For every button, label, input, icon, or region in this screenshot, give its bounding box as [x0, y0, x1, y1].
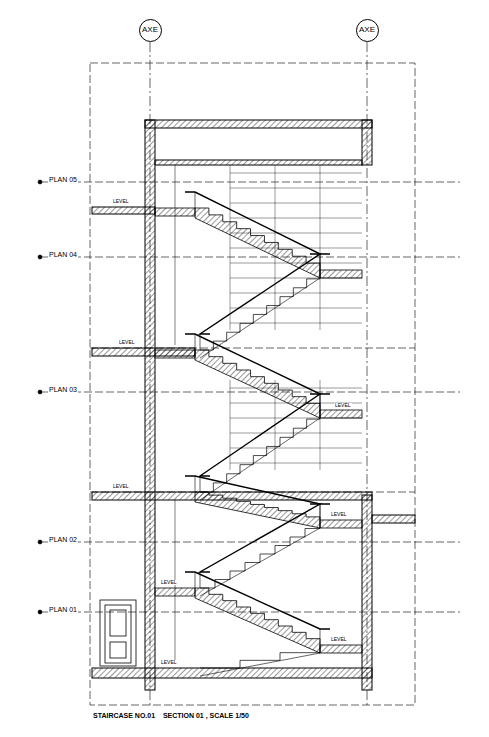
structure	[92, 120, 415, 690]
landing-slab	[320, 645, 362, 653]
grid-line	[275, 165, 276, 330]
rail-post	[195, 192, 196, 208]
ground-slab	[92, 668, 372, 678]
grid-line	[230, 323, 362, 324]
door	[100, 600, 136, 666]
rail-post	[195, 476, 196, 492]
handrail	[200, 504, 320, 572]
grid-line	[230, 463, 362, 464]
axis-name: AXE	[142, 26, 158, 34]
landing-slab	[155, 350, 195, 358]
level-mark: LEVEL	[112, 199, 130, 204]
grid-line	[230, 293, 362, 294]
landing-slab	[320, 520, 362, 528]
right-wall	[362, 495, 372, 690]
handrail	[185, 572, 330, 629]
level-mark: LEVEL	[330, 637, 348, 642]
grid-line	[230, 278, 362, 279]
grid-line	[230, 233, 362, 234]
roof-slab	[145, 120, 372, 128]
rail-post	[320, 504, 321, 520]
grid-line	[230, 165, 231, 330]
plan-level-name: PLAN 03	[48, 386, 78, 393]
stair-flight-cut	[195, 492, 320, 528]
plan-lines	[40, 182, 460, 612]
rail-post	[200, 476, 201, 492]
landing-slab	[320, 270, 362, 278]
left-wall	[145, 120, 155, 690]
plan-level-name: PLAN 05	[48, 176, 78, 183]
grid-line	[230, 418, 362, 419]
handrail	[200, 394, 320, 476]
axis-bubble: AXE	[139, 19, 162, 42]
level-mark: LEVEL	[118, 340, 136, 345]
plan-level-name: PLAN 04	[48, 251, 78, 258]
level-mark: LEVEL	[160, 580, 178, 585]
roof-beam	[155, 160, 362, 165]
right-wall	[362, 120, 372, 165]
axis-name: AXE	[359, 26, 375, 34]
stair-flight-far	[200, 410, 320, 492]
grid-line	[230, 388, 362, 389]
grid-line	[275, 380, 276, 470]
level-mark: LEVEL	[112, 484, 130, 489]
grid-line	[320, 380, 321, 470]
grid-line	[230, 448, 362, 449]
stair-flight-far	[200, 270, 320, 350]
grid-line	[230, 188, 362, 189]
grid-line	[320, 165, 321, 330]
grid-line	[230, 173, 362, 174]
rail-post	[200, 334, 201, 350]
landing-slab	[320, 410, 362, 418]
grid-line	[230, 263, 362, 264]
stair-flight-cut	[195, 350, 320, 418]
stair-soffit	[200, 418, 320, 500]
axis-bubble: AXE	[356, 19, 379, 42]
stair-soffit	[200, 653, 320, 676]
rail-post	[195, 334, 196, 350]
stair-flight-far	[200, 520, 320, 588]
stair-soffit	[200, 278, 320, 358]
rail-post	[195, 572, 196, 588]
grid-line	[230, 248, 362, 249]
grid-line	[230, 308, 362, 309]
dimension-line	[175, 165, 176, 345]
level-mark: LEVEL	[330, 512, 348, 517]
drawing-caption: STAIRCASE NO.01 SECTION 01 , SCALE 1/50	[92, 712, 250, 719]
floor-slab	[92, 207, 155, 214]
handrail	[200, 254, 320, 334]
grid-line	[230, 433, 362, 434]
rail-post	[320, 629, 321, 645]
stair-flight-cut	[195, 208, 320, 278]
section-frame	[90, 63, 415, 705]
rail-post	[320, 504, 321, 520]
level-mark: LEVEL	[334, 403, 352, 408]
level-mark: LEVEL	[160, 660, 178, 665]
plan-level-name: PLAN 01	[48, 606, 78, 613]
rail-post	[200, 572, 201, 588]
floor-slab	[372, 515, 415, 523]
handrail	[185, 192, 330, 254]
grid-line	[230, 203, 362, 204]
plan-level-name: PLAN 02	[48, 536, 78, 543]
grid-line	[230, 218, 362, 219]
plan-markers	[38, 180, 42, 614]
grid-line	[230, 380, 231, 470]
handrail	[185, 334, 330, 394]
handrail	[185, 476, 330, 504]
